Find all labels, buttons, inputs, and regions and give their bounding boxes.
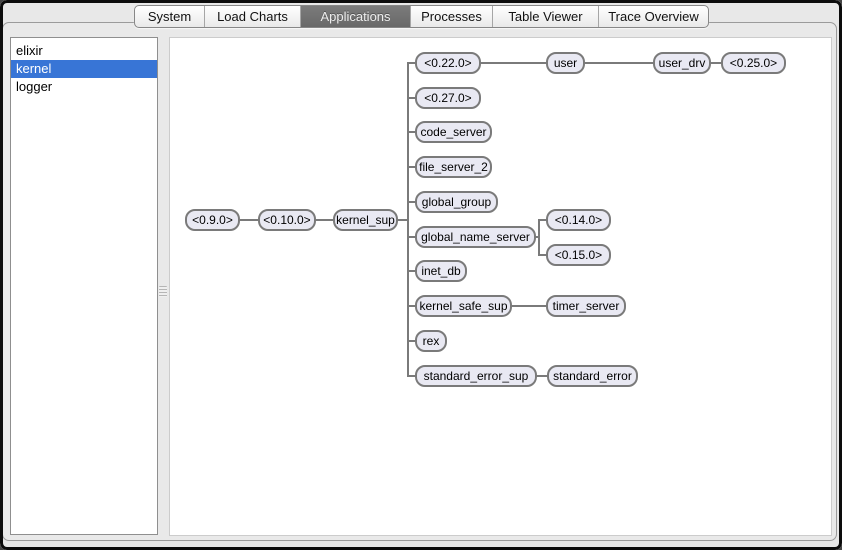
process-node-standard-error[interactable]: standard_error [547,365,638,387]
process-node-0-10-0[interactable]: <0.10.0> [258,209,316,231]
tree-connector [512,305,546,307]
tree-connector [398,219,408,221]
tree-connector [539,254,546,256]
tab-trace-overview[interactable]: Trace Overview [608,9,699,24]
tree-connector [711,62,721,64]
process-node-rex[interactable]: rex [415,330,447,352]
application-list-item-kernel[interactable]: kernel [11,60,157,78]
tree-connector [408,270,415,272]
process-node-0-15-0[interactable]: <0.15.0> [546,244,611,266]
tree-connector [316,219,333,221]
tree-connector [408,97,415,99]
process-node-kernel-sup[interactable]: kernel_sup [333,209,398,231]
process-node-timer-server[interactable]: timer_server [546,295,626,317]
tree-connector [408,236,415,238]
process-node-kernel-safe-sup[interactable]: kernel_safe_sup [415,295,512,317]
tab-processes[interactable]: Processes [411,6,493,27]
application-tree-panel: <0.9.0> <0.10.0> kernel_sup <0.22.0> <0.27.0… [169,37,832,536]
tree-connector [408,340,415,342]
tree-connector [408,131,415,133]
tree-connector [407,62,409,377]
process-node-user-drv[interactable]: user_drv [653,52,711,74]
tree-connector [408,375,415,377]
tree-connector [537,375,547,377]
application-list-item-elixir[interactable]: elixir [16,43,43,58]
process-node-0-22-0[interactable]: <0.22.0> [415,52,481,74]
process-node-code-server[interactable]: code_server [415,121,492,143]
application-list-item-logger[interactable]: logger [16,79,53,94]
tab-table-viewer[interactable]: Table Viewer [493,6,599,27]
process-node-global-group[interactable]: global_group [415,191,498,213]
process-node-0-25-0[interactable]: <0.25.0> [721,52,786,74]
process-node-0-27-0[interactable]: <0.27.0> [415,87,481,109]
tree-connector [538,219,540,256]
tree-connector [539,219,546,221]
tree-connector [408,305,415,307]
process-node-inet-db[interactable]: inet_db [415,260,467,282]
tree-connector [408,201,415,203]
process-node-global-name-server[interactable]: global_name_server [415,226,536,248]
tree-connector [408,166,415,168]
tab-applications[interactable]: Applications [301,6,411,27]
tree-connector [536,236,539,238]
tree-connector [240,219,258,221]
process-node-standard-error-sup[interactable]: standard_error_sup [415,365,537,387]
tab-load-charts[interactable]: Load Charts [205,6,301,27]
process-tree: <0.9.0> <0.10.0> kernel_sup <0.22.0> <0.27.0… [170,38,831,535]
splitter-handle[interactable] [159,286,167,297]
tree-connector [585,62,653,64]
process-node-user[interactable]: user [546,52,585,74]
tree-connector [408,62,415,64]
tab-system[interactable]: System [135,6,205,27]
process-node-0-14-0[interactable]: <0.14.0> [546,209,611,231]
tree-connector [481,62,546,64]
process-node-0-9-0[interactable]: <0.9.0> [185,209,240,231]
process-node-file-server-2[interactable]: file_server_2 [415,156,492,178]
